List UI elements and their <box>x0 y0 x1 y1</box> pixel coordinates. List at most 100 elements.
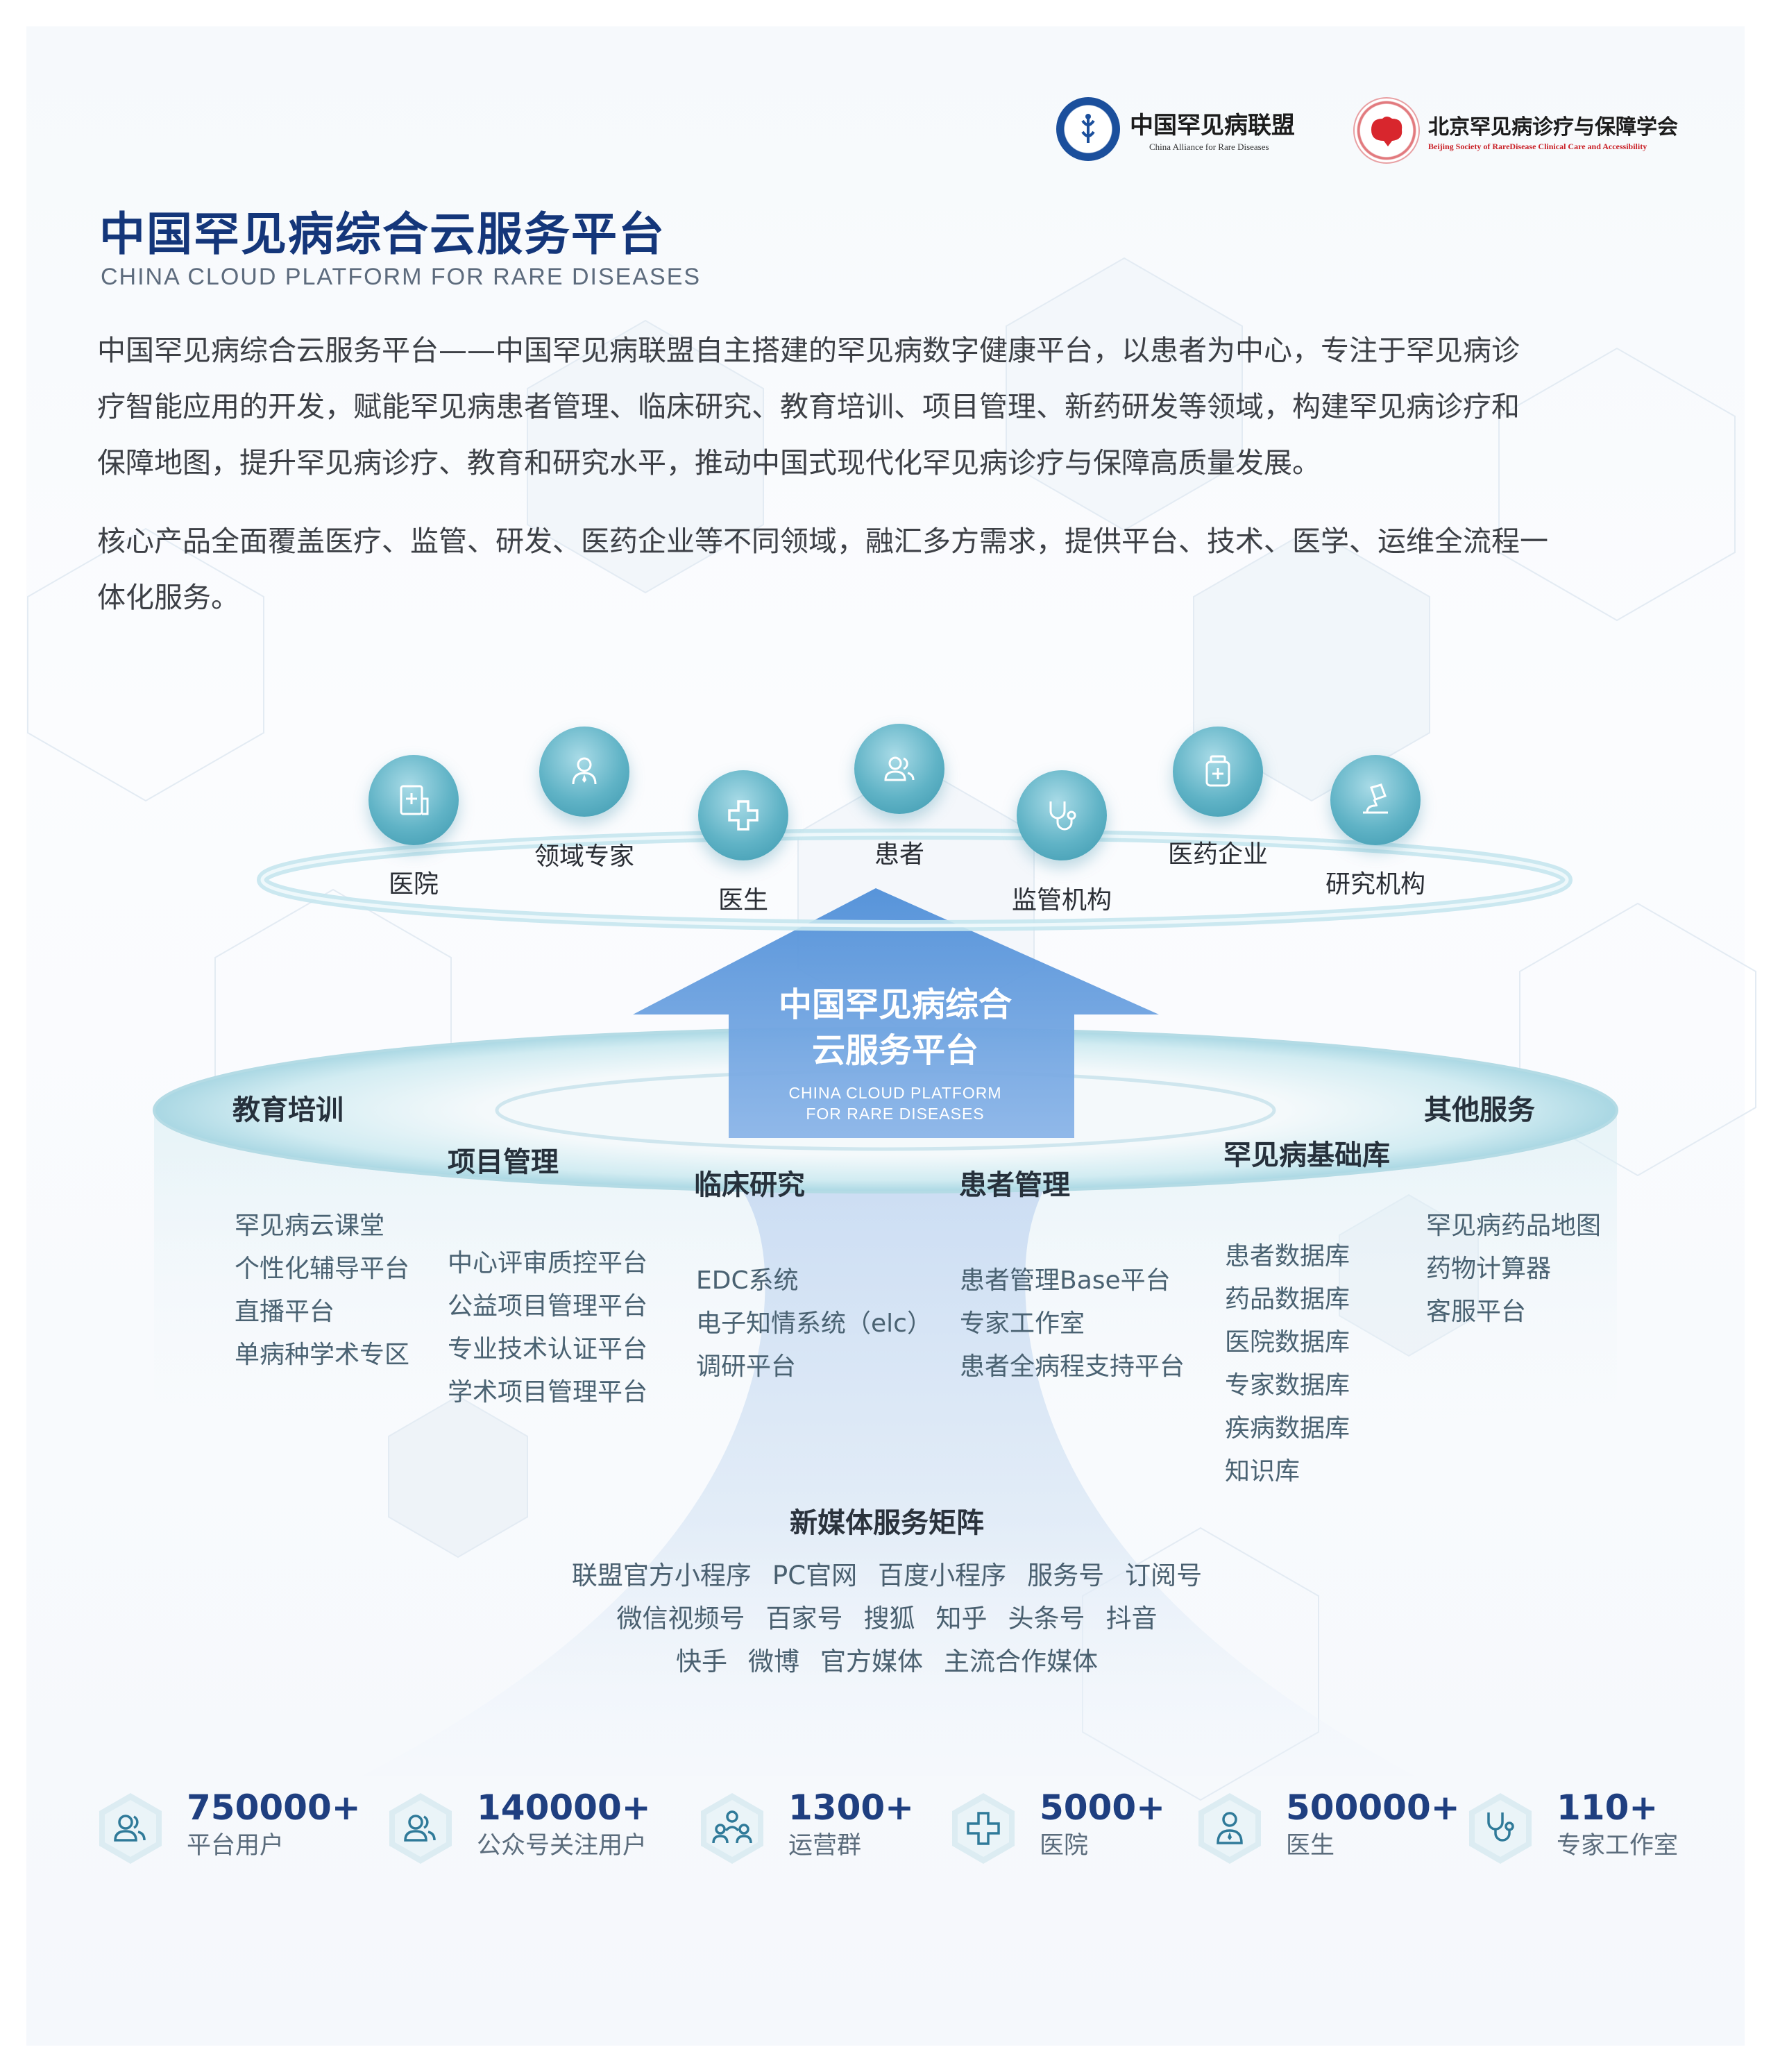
stat-label: 运营群 <box>788 1832 862 1860</box>
list-item: 药品数据库 <box>1225 1285 1350 1314</box>
category-title-database: 罕见病基础库 <box>1223 1139 1390 1171</box>
page-subtitle: CHINA CLOUD PLATFORM FOR RARE DISEASES <box>101 264 702 290</box>
stethoscope-icon <box>1462 1790 1539 1867</box>
media-item: 主流合作媒体 <box>944 1647 1098 1676</box>
alliance-name-en: China Alliance for Rare Diseases <box>1149 141 1269 152</box>
intro-line: 保障地图，提升罕见病诊疗、教育和研究水平，推动中国式现代化罕见病诊疗与保障高质量… <box>97 446 1321 479</box>
list-item: EDC系统 <box>696 1266 799 1295</box>
list-item: 专家数据库 <box>1225 1371 1350 1400</box>
list-item: 疾病数据库 <box>1225 1414 1350 1443</box>
list-item: 客服平台 <box>1426 1298 1527 1326</box>
platform-name-en-line: CHINA CLOUD PLATFORM <box>788 1084 1002 1102</box>
media-item: 知乎 <box>935 1604 988 1633</box>
media-item: 微博 <box>748 1647 799 1676</box>
list-item: 患者数据库 <box>1225 1242 1350 1271</box>
platform-name: 中国罕见病综合 云服务平台 <box>779 982 1012 1073</box>
stat-label: 公众号关注用户 <box>477 1832 647 1860</box>
stat-value: 750000+ <box>187 1787 361 1828</box>
media-item: 头条号 <box>1008 1604 1085 1633</box>
regulator-node <box>1017 770 1107 860</box>
society-name-en: Beijing Society of RareDisease Clinical … <box>1428 141 1647 151</box>
intro-line: 疗智能应用的开发，赋能罕见病患者管理、临床研究、教育培训、项目管理、新药研发等领… <box>97 390 1520 423</box>
medical-cross-icon <box>945 1790 1022 1867</box>
list-item: 单病种学术专区 <box>235 1341 410 1369</box>
intro-line: 中国罕见病综合云服务平台——中国罕见病联盟自主搭建的罕见病数字健康平台，以患者为… <box>97 334 1520 367</box>
list-item: 罕见病药品地图 <box>1426 1212 1602 1240</box>
media-row-1: 联盟官方小程序 PC官网 百度小程序 服务号 订阅号 <box>572 1554 1202 1592</box>
alliance-name: 中国罕见病联盟 <box>1130 111 1295 139</box>
stat-hospitals: 5000+医院 <box>945 1787 1165 1867</box>
media-item: 微信视频号 <box>616 1604 745 1633</box>
database-list: 患者数据库 药品数据库 医院数据库 专家数据库 疾病数据库 知识库 <box>1225 1235 1350 1493</box>
stat-expert-studios: 110+ 专家工作室 <box>1462 1787 1679 1867</box>
alliance-logo: 中国罕见病联盟 China Alliance for Rare Diseases <box>1056 97 1295 161</box>
node-label: 患者 <box>874 840 925 869</box>
patient-list: 患者管理Base平台 专家工作室 患者全病程支持平台 <box>960 1259 1185 1389</box>
expert-icon <box>572 757 597 785</box>
list-item: 中心评审质控平台 <box>448 1249 648 1277</box>
list-item: 患者管理Base平台 <box>960 1266 1171 1295</box>
stat-platform-users: 750000+ 平台用户 <box>92 1787 361 1867</box>
intro-line: 核心产品全面覆盖医疗、监管、研发、医药企业等不同领域，融汇多方需求，提供平台、技… <box>97 525 1548 558</box>
list-item: 个性化辅导平台 <box>235 1255 410 1283</box>
media-row-3: 快手 微博 官方媒体 主流合作媒体 <box>676 1640 1098 1678</box>
hospital-icon <box>400 785 429 815</box>
patients-icon <box>884 756 915 781</box>
intro-line: 体化服务。 <box>97 581 239 614</box>
media-item: 官方媒体 <box>820 1647 923 1676</box>
media-item: 订阅号 <box>1125 1561 1203 1590</box>
list-item: 医院数据库 <box>1225 1328 1350 1357</box>
media-item: PC官网 <box>772 1561 858 1590</box>
stat-label: 专家工作室 <box>1557 1832 1679 1860</box>
expert-node <box>539 727 629 817</box>
intro-paragraph-1: 中国罕见病综合云服务平台——中国罕见病联盟自主搭建的罕见病数字健康平台，以患者为… <box>97 323 1686 491</box>
stat-value: 500000+ <box>1286 1787 1460 1828</box>
list-item: 学术项目管理平台 <box>448 1378 648 1407</box>
users-icon <box>382 1790 459 1867</box>
list-item: 知识库 <box>1225 1457 1300 1486</box>
microscope-icon <box>1363 783 1388 814</box>
node-label: 医院 <box>388 870 439 899</box>
pharma-node <box>1173 727 1263 817</box>
node-label: 医生 <box>718 886 769 915</box>
stat-label: 平台用户 <box>187 1832 285 1860</box>
stethoscope-icon <box>1049 801 1076 831</box>
list-item: 患者全病程支持平台 <box>960 1352 1185 1381</box>
media-item: 搜狐 <box>863 1604 915 1633</box>
list-item: 药物计算器 <box>1426 1255 1552 1283</box>
category-title-clinical: 临床研究 <box>694 1169 805 1201</box>
stat-followers: 140000+ 公众号关注用户 <box>382 1787 651 1867</box>
doctor-node <box>698 770 788 860</box>
research-node <box>1330 755 1421 845</box>
category-title-education: 教育培训 <box>232 1094 344 1126</box>
list-item: 公益项目管理平台 <box>448 1292 648 1321</box>
patient-node <box>854 724 944 814</box>
medical-cross-icon <box>728 800 759 831</box>
category-title-patient: 患者管理 <box>959 1169 1070 1201</box>
stat-value: 140000+ <box>477 1787 651 1828</box>
users-icon <box>92 1790 169 1867</box>
medicine-bottle-icon <box>1205 755 1230 787</box>
node-label: 领域专家 <box>534 842 635 871</box>
society-emblem-icon <box>1353 97 1420 164</box>
media-row-2: 微信视频号 百家号 搜狐 知乎 头条号 抖音 <box>617 1597 1158 1635</box>
media-matrix-title: 新媒体服务矩阵 <box>790 1507 984 1539</box>
stat-label: 医生 <box>1286 1832 1335 1860</box>
platform-name-line: 中国罕见病综合 <box>778 985 1012 1024</box>
node-label: 监管机构 <box>1011 886 1112 915</box>
platform-name-line: 云服务平台 <box>811 1031 979 1070</box>
stat-value: 1300+ <box>788 1787 915 1828</box>
list-item: 电子知情系统（elc） <box>696 1309 932 1338</box>
media-item: 快手 <box>676 1647 727 1676</box>
media-item: 服务号 <box>1027 1561 1105 1590</box>
page-title: 中国罕见病综合云服务平台 <box>99 207 666 261</box>
media-item: 百度小程序 <box>878 1561 1007 1590</box>
list-item: 专业技术认证平台 <box>448 1335 648 1364</box>
stat-value: 110+ <box>1557 1787 1659 1828</box>
media-item: 抖音 <box>1105 1604 1158 1633</box>
doctor-icon <box>1192 1790 1268 1867</box>
alliance-emblem-icon <box>1056 97 1120 161</box>
node-label: 研究机构 <box>1325 870 1426 899</box>
group-icon <box>694 1790 770 1867</box>
